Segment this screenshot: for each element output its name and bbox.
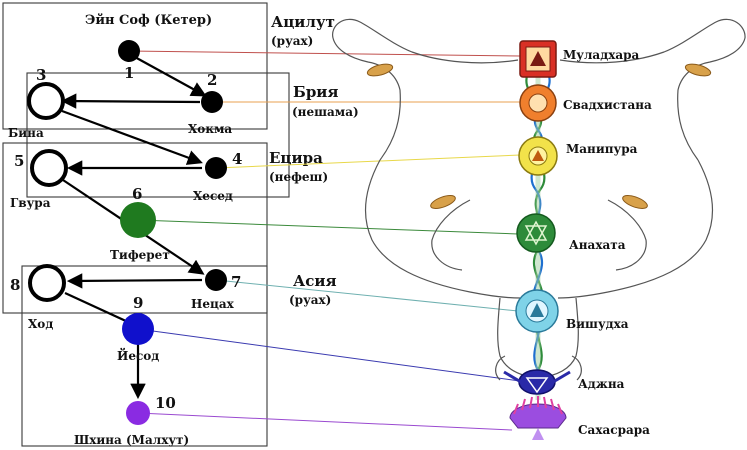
- sefira-node-netzach: [205, 269, 227, 291]
- sefira-number-8: 8: [10, 276, 20, 294]
- connector-line-ajna: [137, 328, 521, 382]
- sefira-label-keter: Эйн Соф (Кетер): [85, 13, 212, 28]
- sefira-number-6: 6: [132, 185, 142, 203]
- arrow-bina-hesed: [61, 109, 203, 165]
- world-soul-beriah: (нешама): [292, 105, 359, 119]
- sefira-label-netzach: Нецах: [191, 297, 235, 311]
- chakra-label-muladhara: Муладхара: [563, 48, 640, 62]
- chakra-label-sahasrara: Сахасрара: [578, 423, 650, 437]
- world-label-assiah: Асия: [293, 272, 337, 290]
- connector-line-vishuddha: [215, 279, 519, 312]
- sefira-label-tiferet: Тиферет: [110, 248, 170, 262]
- sefira-label-hod: Ход: [28, 317, 53, 331]
- world-box-atzilut: [2, 2, 268, 130]
- meditating-figure: [332, 18, 746, 381]
- chakra-sahasrara: [509, 396, 567, 440]
- sefira-number-10: 10: [155, 394, 176, 412]
- arrow-hokhma-bina: [60, 93, 201, 109]
- sefira-number-1: 1: [124, 64, 134, 82]
- chakra-label-svadhisthana: Свадхистана: [563, 98, 652, 112]
- sefira-label-gevurah: Гвура: [10, 196, 51, 210]
- world-label-yetzirah: Ецира: [269, 149, 323, 167]
- sefira-node-hokhma: [201, 91, 223, 113]
- world-soul-yetzirah: (нефеш): [269, 170, 328, 184]
- sefira-number-2: 2: [207, 71, 217, 89]
- sefira-number-3: 3: [36, 66, 46, 84]
- arrow-hod-yesod: [64, 292, 129, 323]
- sefira-number-5: 5: [14, 152, 24, 170]
- world-label-beriah: Брия: [293, 83, 339, 101]
- chakra-label-vishuddha: Вишудха: [566, 317, 629, 331]
- sefira-node-yesod: [122, 313, 154, 345]
- sefira-label-hokhma: Хокма: [188, 122, 232, 136]
- sefira-label-bina: Бина: [8, 126, 44, 140]
- chakra-label-manipura: Манипура: [566, 142, 638, 156]
- chakra-muladhara: [519, 40, 557, 78]
- world-box-beriah: [26, 72, 290, 198]
- chakra-vishuddha: [515, 289, 559, 333]
- chakra-manipura: [518, 136, 558, 176]
- chakra-anahata: [516, 213, 556, 253]
- connector-line-anahata: [137, 219, 519, 235]
- sefira-node-malkhut: [126, 401, 150, 425]
- chakra-svadhisthana: [519, 84, 557, 122]
- world-box-yetzirah: [2, 142, 268, 314]
- sefira-label-malkhut: Шхина (Малхут): [74, 433, 189, 447]
- sefira-label-yesod: Йесод: [117, 347, 159, 363]
- sefira-node-hesed: [205, 157, 227, 179]
- sefira-node-bina: [27, 82, 65, 120]
- sefira-node-tiferet: [120, 202, 156, 238]
- sefira-number-7: 7: [231, 273, 241, 291]
- chakra-label-ajna: Аджна: [578, 377, 625, 391]
- sefira-node-hod: [28, 264, 66, 302]
- arrow-netzach-hod: [66, 273, 203, 289]
- connector-line-muladhara: [128, 50, 521, 57]
- world-box-assiah: [21, 265, 268, 447]
- world-soul-assiah: (руах): [289, 293, 331, 307]
- sefira-number-4: 4: [232, 150, 242, 168]
- world-soul-atzilut: (руах): [271, 34, 313, 48]
- arrow-keter-hokhma: [132, 55, 207, 97]
- sefira-node-gevurah: [30, 149, 68, 187]
- sefira-label-hesed: Хесед: [193, 189, 233, 203]
- connector-line-sahasrara: [137, 412, 513, 431]
- chakra-ajna: [503, 369, 571, 395]
- world-label-atzilut: Ацилут: [271, 13, 335, 31]
- chakra-label-anahata: Анахата: [569, 238, 626, 252]
- connector-line-manipura: [215, 154, 521, 169]
- sefira-number-9: 9: [133, 294, 143, 312]
- sefira-node-keter: [118, 40, 140, 62]
